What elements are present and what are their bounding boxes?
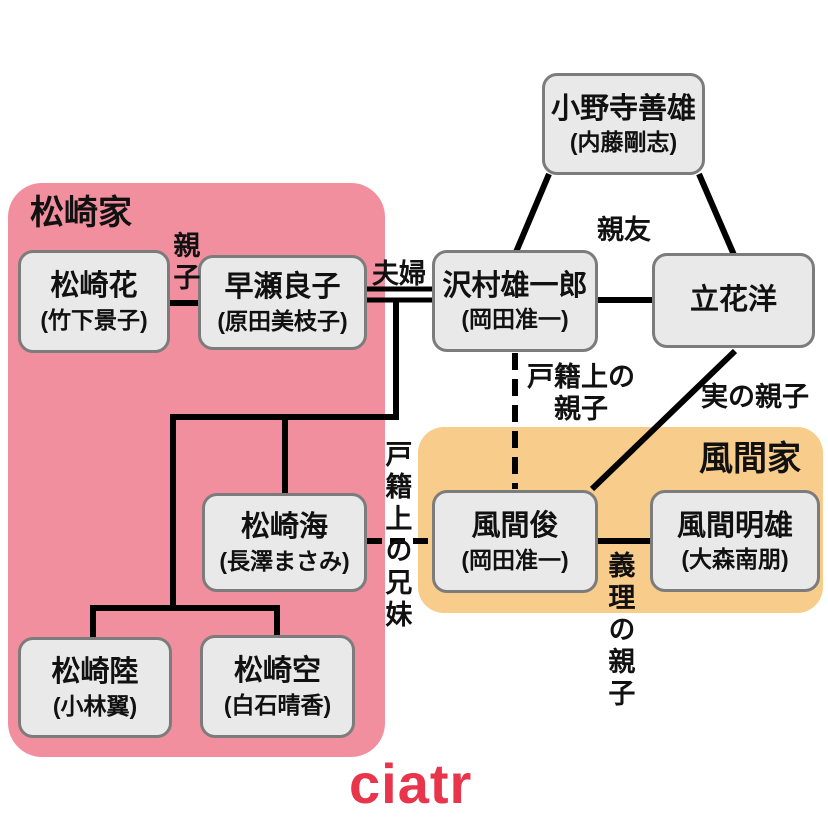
person-actor: (長澤まさみ) xyxy=(219,547,350,574)
person-box-hayase-ryoko: 早瀬良子 (原田美枝子) xyxy=(198,255,367,350)
person-box-matsuzaki-sora: 松崎空 (白石晴香) xyxy=(200,635,355,738)
person-name: 松崎陸 xyxy=(51,656,139,689)
person-box-tachibana: 立花洋 xyxy=(652,253,815,348)
person-actor: (岡田准一) xyxy=(461,546,569,573)
ciatr-logo: ciatr xyxy=(349,752,473,815)
label-in-law-parent-child: 義理の親子 xyxy=(604,551,635,711)
person-box-sawamura: 沢村雄一郎 (岡田准一) xyxy=(432,250,598,352)
person-actor: (大森南朋) xyxy=(681,546,789,573)
label-registered-parent-child-line1: 戸籍上の xyxy=(527,362,635,392)
person-box-matsuzaki-umi: 松崎海 (長澤まさみ) xyxy=(202,493,367,592)
line-onodera-tachibana xyxy=(696,172,737,257)
person-actor: (竹下景子) xyxy=(40,306,148,333)
person-box-kazama-shun: 風間俊 (岡田准一) xyxy=(432,490,598,593)
person-name: 風間明雄 xyxy=(676,509,793,542)
line-onodera-sawamura xyxy=(513,172,552,254)
label-best-friends: 親友 xyxy=(597,215,651,245)
line-children-tree xyxy=(90,300,399,637)
person-actor: (白石晴香) xyxy=(223,691,332,718)
line-tachibana-shun-biological xyxy=(589,348,738,492)
kazama-family-label: 風間家 xyxy=(699,440,801,478)
person-name: 立花洋 xyxy=(689,283,777,316)
person-box-matsuzaki-riku: 松崎陸 (小林翼) xyxy=(18,637,172,738)
person-name: 松崎海 xyxy=(240,511,328,544)
person-box-matsuzaki-hana: 松崎花 (竹下景子) xyxy=(18,250,170,353)
person-name: 松崎空 xyxy=(233,655,321,688)
person-name: 早瀬良子 xyxy=(224,271,341,304)
person-actor: (岡田准一) xyxy=(461,306,569,333)
matsuzaki-family-label: 松崎家 xyxy=(30,194,132,232)
person-name: 風間俊 xyxy=(471,510,559,543)
person-actor: (内藤剛志) xyxy=(569,129,678,156)
label-parent-child: 親子 xyxy=(169,231,200,295)
person-actor: (小林翼) xyxy=(52,692,138,719)
label-married-couple: 夫婦 xyxy=(372,259,426,289)
person-box-kazama-akio: 風間明雄 (大森南朋) xyxy=(650,490,820,592)
person-name: 沢村雄一郎 xyxy=(442,269,588,302)
person-actor: (原田美枝子) xyxy=(217,307,348,334)
person-name: 小野寺善雄 xyxy=(550,92,696,125)
label-registered-parent-child-line2: 親子 xyxy=(554,394,608,425)
label-biological-parent-child: 実の親子 xyxy=(701,382,809,412)
label-registered-siblings: 戸籍上の兄妹 xyxy=(381,440,412,632)
label-registered-parent-child: 戸籍上の 親子 xyxy=(525,361,637,426)
person-name: 松崎花 xyxy=(50,270,138,303)
person-box-onodera: 小野寺善雄 (内藤剛志) xyxy=(542,73,705,175)
